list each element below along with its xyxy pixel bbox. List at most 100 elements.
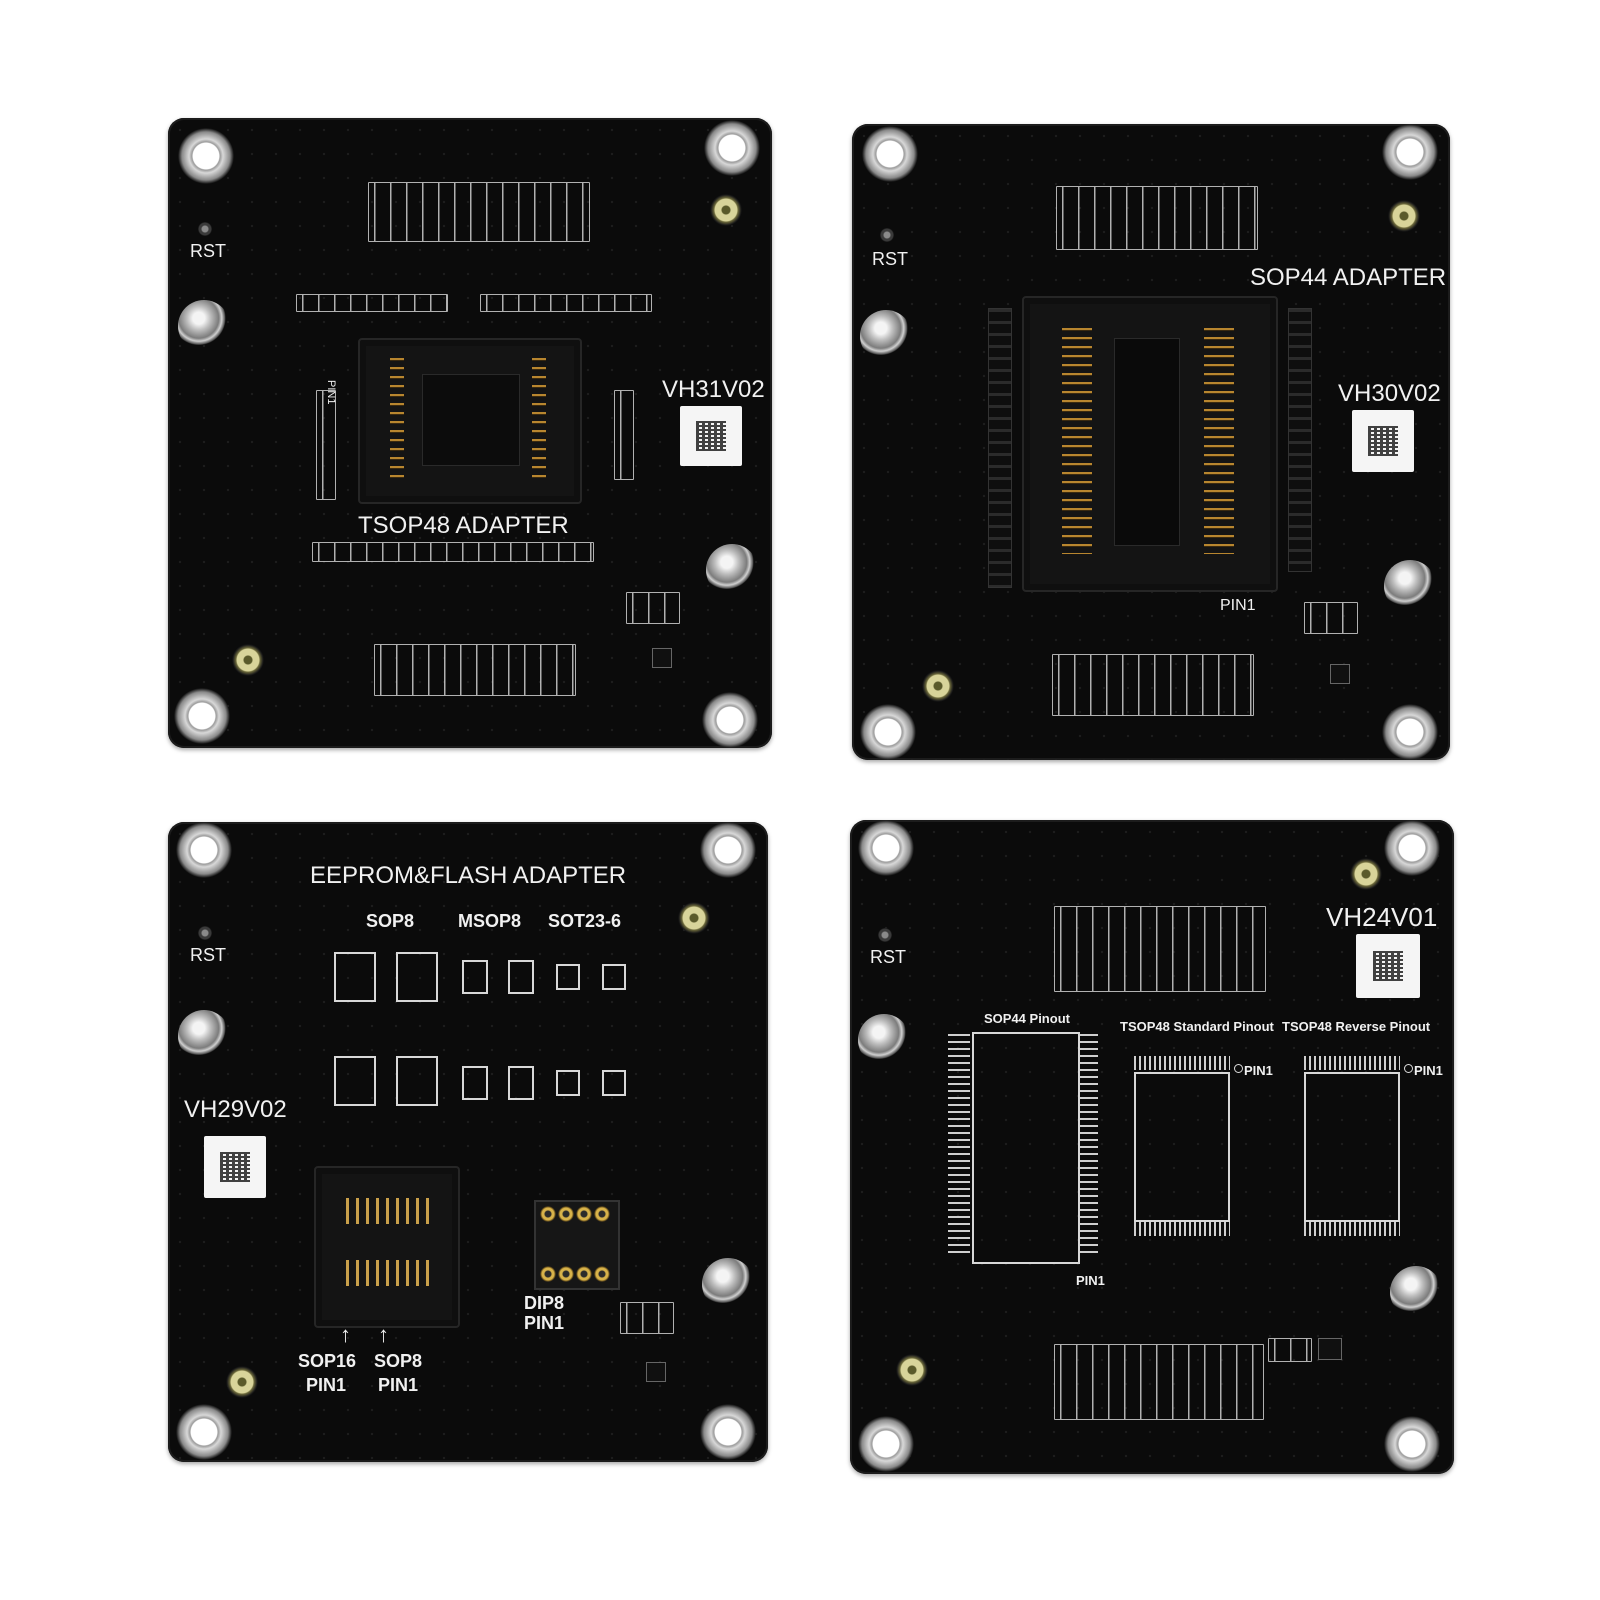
dip-pin bbox=[558, 1206, 574, 1222]
adapter-title: EEPROM&FLASH ADAPTER bbox=[310, 862, 627, 889]
sop16-socket bbox=[314, 1166, 460, 1328]
mount-hole-bottom-right bbox=[1384, 1416, 1440, 1472]
component-cluster-bottom bbox=[1054, 1344, 1264, 1420]
component-row-upper-left bbox=[296, 294, 448, 312]
tsop48-reverse-label: TSOP48 Reverse Pinout bbox=[1282, 1019, 1431, 1034]
tsop48-rev-pads-bottom bbox=[1304, 1222, 1400, 1236]
sop8b-label: SOP8 bbox=[374, 1351, 423, 1371]
sop44-pin1-label: PIN1 bbox=[1076, 1273, 1105, 1288]
qr-code bbox=[1373, 951, 1403, 981]
sop44-outline bbox=[972, 1032, 1080, 1264]
standoff-right bbox=[1390, 1266, 1442, 1318]
tsop48-rev-pin1-label: PIN1 bbox=[1414, 1063, 1443, 1078]
component-cluster-bottom bbox=[374, 644, 576, 696]
msop8-footprint-1b bbox=[508, 960, 534, 994]
mount-hole-top-left bbox=[178, 128, 234, 184]
component-cluster-corner bbox=[1268, 1338, 1312, 1362]
component-row-lower bbox=[312, 542, 594, 562]
qr-sticker bbox=[1356, 934, 1420, 998]
sop8-footprint-1a bbox=[334, 952, 376, 1002]
socket-pins-right bbox=[1204, 328, 1234, 554]
dip-pin bbox=[540, 1206, 556, 1222]
component-column-left bbox=[316, 390, 336, 500]
qr-code bbox=[1368, 426, 1398, 456]
tsop48-rev-pin1-dot bbox=[1404, 1064, 1413, 1073]
standoff-left bbox=[178, 1010, 230, 1062]
msop8-footprint-2a bbox=[462, 1066, 488, 1100]
pin-header-right bbox=[1288, 308, 1312, 572]
component-cluster-corner bbox=[626, 592, 680, 624]
small-ic bbox=[1318, 1338, 1342, 1360]
test-pad-top bbox=[710, 194, 742, 226]
dip-pin bbox=[558, 1266, 574, 1282]
board-eeprom-flash-adapter: RST EEPROM&FLASH ADAPTER SOP8 MSOP8 SOT2… bbox=[168, 822, 768, 1462]
tsop48-std-outline bbox=[1134, 1072, 1230, 1222]
mount-hole-top-right bbox=[700, 822, 756, 878]
rst-led bbox=[880, 228, 894, 242]
mount-hole-bottom-left bbox=[174, 688, 230, 744]
pin1-label: PIN1 bbox=[1220, 597, 1256, 614]
board-tsop48-adapter: RST PIN1 VH31V02 TSOP48 ADAPTER bbox=[168, 118, 772, 748]
dip8-socket bbox=[534, 1200, 620, 1290]
tsop48-std-pin1-label: PIN1 bbox=[1244, 1063, 1273, 1078]
socket-pins-right bbox=[532, 358, 546, 480]
sop16-arrow-icon: ↑ bbox=[340, 1322, 351, 1347]
socket-pins-left bbox=[1062, 328, 1092, 554]
test-pad-bottom bbox=[226, 1366, 258, 1398]
component-cluster-corner bbox=[1304, 602, 1358, 634]
rst-label: RST bbox=[190, 241, 226, 261]
standoff-right bbox=[706, 544, 758, 596]
socket-lid bbox=[422, 374, 520, 466]
sop8b-pin1-label: PIN1 bbox=[378, 1375, 419, 1395]
qr-code bbox=[696, 421, 726, 451]
dip-pin bbox=[540, 1266, 556, 1282]
tsop48-std-pads-bottom bbox=[1134, 1222, 1230, 1236]
sop8-footprint-2a bbox=[334, 1056, 376, 1106]
dip-pin bbox=[576, 1206, 592, 1222]
mount-hole-bottom-right bbox=[700, 1404, 756, 1460]
rst-led bbox=[198, 926, 212, 940]
sop16-pin1-label: PIN1 bbox=[306, 1375, 347, 1395]
sop44-socket bbox=[1022, 296, 1278, 592]
mount-hole-bottom-left bbox=[860, 704, 916, 760]
qr-sticker bbox=[680, 406, 742, 466]
dip8-pin1-label: PIN1 bbox=[524, 1313, 565, 1333]
small-ic bbox=[652, 648, 672, 668]
tsop48-socket bbox=[358, 338, 582, 504]
socket-pins-top bbox=[346, 1198, 430, 1224]
dip-pin bbox=[594, 1266, 610, 1282]
model-label: VH30V02 bbox=[1338, 380, 1441, 407]
rst-label: RST bbox=[872, 249, 908, 269]
adapter-title: TSOP48 ADAPTER bbox=[358, 512, 569, 539]
tsop48-std-pin1-dot bbox=[1234, 1064, 1243, 1073]
dip8-label: DIP8 bbox=[524, 1293, 565, 1313]
mount-hole-top-right bbox=[704, 120, 760, 176]
mount-hole-top-right bbox=[1382, 124, 1438, 180]
qr-code bbox=[220, 1152, 250, 1182]
sot23-6-label: SOT23-6 bbox=[548, 911, 622, 931]
test-pad-top bbox=[678, 902, 710, 934]
component-cluster-top bbox=[1056, 186, 1258, 250]
mount-hole-bottom-right bbox=[1382, 704, 1438, 760]
sot23-footprint-1a bbox=[556, 964, 580, 990]
msop8-label: MSOP8 bbox=[458, 911, 522, 931]
component-column-right bbox=[614, 390, 634, 480]
pin-header-left bbox=[988, 308, 1012, 588]
mount-hole-top-left bbox=[858, 820, 914, 876]
component-row-upper-right bbox=[480, 294, 652, 312]
rst-led bbox=[878, 928, 892, 942]
board-pinout-adapter: RST VH24V01 SOP44 Pinout TSOP48 Standard… bbox=[850, 820, 1454, 1474]
test-pad-bottom bbox=[922, 670, 954, 702]
tsop48-std-pads-top bbox=[1134, 1056, 1230, 1070]
standoff-right bbox=[1384, 560, 1436, 612]
rst-led bbox=[198, 222, 212, 236]
model-label: VH29V02 bbox=[184, 1096, 287, 1123]
mount-hole-bottom-left bbox=[176, 1404, 232, 1460]
sot23-footprint-1b bbox=[602, 964, 626, 990]
component-cluster-bottom bbox=[1052, 654, 1254, 716]
sop8-arrow-icon: ↑ bbox=[378, 1322, 389, 1347]
mount-hole-top-right bbox=[1384, 820, 1440, 876]
model-label: VH24V01 bbox=[1326, 902, 1438, 932]
sot23-footprint-2a bbox=[556, 1070, 580, 1096]
mount-hole-bottom-left bbox=[858, 1416, 914, 1472]
